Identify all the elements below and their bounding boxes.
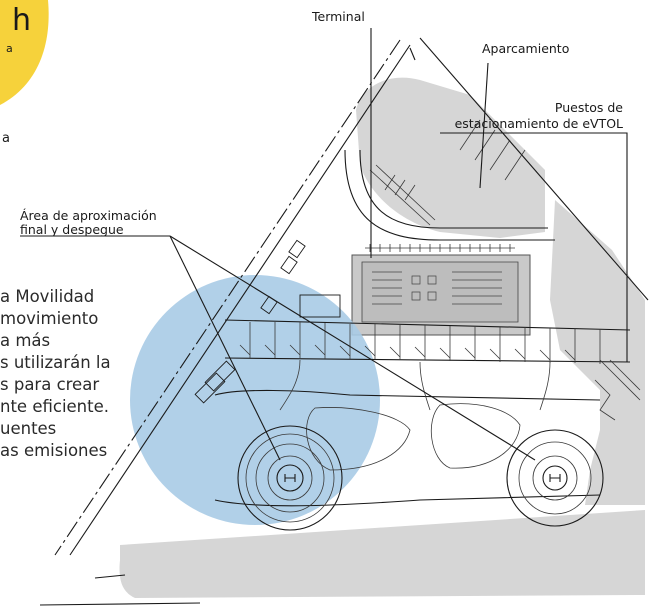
paragraph-line-2: movimiento [0, 309, 98, 328]
small-structures [194, 239, 341, 404]
yellow-badge [0, 0, 49, 105]
leader-lines [20, 28, 628, 461]
stray-label-a: a [2, 131, 10, 146]
access-road [344, 119, 555, 252]
pad-right [506, 429, 604, 527]
badge-big-letter: h [12, 3, 31, 38]
label-fato-line2: final y despegue [20, 222, 124, 237]
site-boundary [39, 37, 649, 606]
paragraph-line-5: s para crear [0, 375, 99, 394]
label-evtol-line1: Puestos de [555, 100, 623, 115]
taxiways [214, 359, 641, 507]
badge-small-letter: a [6, 42, 13, 55]
label-fato-line1: Área de aproximación [20, 208, 157, 223]
coverage-circle [130, 275, 380, 525]
terminal-inner [361, 261, 519, 323]
paragraph-line-1: a Movilidad [0, 287, 94, 306]
bottom-site-area [119, 510, 646, 598]
parking-area [356, 77, 545, 238]
apron-stands [224, 319, 631, 364]
paragraph-line-3: a más [0, 331, 50, 350]
description-paragraph: a Movilidad movimiento a más s utilizará… [0, 287, 111, 460]
label-parking: Aparcamiento [482, 41, 569, 56]
evtol-parking-area [550, 200, 645, 505]
paragraph-line-6: nte eficiente. [0, 397, 109, 416]
label-evtol-line2: estacionamiento de eVTOL [455, 116, 623, 131]
paragraph-line-8: as emisiones [0, 441, 107, 460]
label-terminal: Terminal [311, 9, 365, 24]
paragraph-line-7: uentes [0, 419, 56, 438]
terminal-grid [372, 271, 502, 305]
pad-left [237, 425, 343, 531]
paragraph-line-4: s utilizarán la [0, 353, 111, 372]
